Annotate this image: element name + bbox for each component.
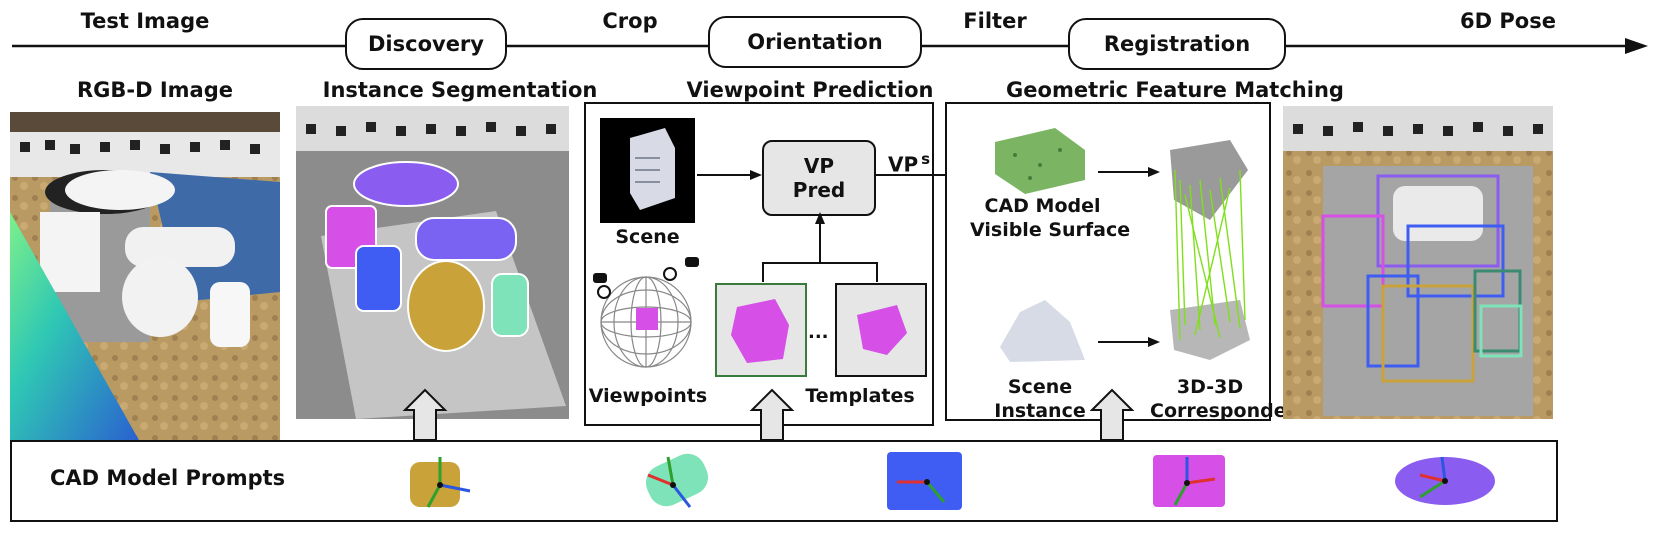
template-other	[835, 283, 927, 377]
scene-line1: Scene	[1007, 376, 1073, 398]
stage-registration: Registration	[1068, 18, 1286, 70]
cad-prompt-blue	[887, 452, 962, 510]
vp-pred-line1: VP	[803, 154, 835, 178]
title-viewpoint-prediction: Viewpoint Prediction	[686, 78, 934, 102]
stage-6d-pose: 6D Pose	[1460, 9, 1556, 33]
cad-visible-surface-cloud	[995, 128, 1085, 194]
cad-prompt-gold	[410, 457, 471, 508]
viewpoint-sphere	[597, 267, 692, 368]
cad-prompt-magenta	[1153, 455, 1225, 507]
cad-prompts-label: CAD Model Prompts	[50, 466, 286, 490]
templates-ellipsis: ...	[808, 322, 829, 343]
vp-output-text: VP	[888, 152, 919, 177]
templates-label: Templates	[805, 385, 915, 407]
title-geometric-feature-matching: Geometric Feature Matching	[1006, 78, 1344, 102]
cad-prompt-purple	[1395, 456, 1495, 505]
vp-output-sup: s	[921, 150, 931, 168]
stage-discovery: Discovery	[345, 18, 507, 70]
stage-crop: Crop	[602, 9, 658, 33]
corr-line1: 3D-3D	[1176, 376, 1244, 398]
instance-segmentation-image	[296, 106, 569, 419]
vp-pred-module: VP Pred	[762, 140, 876, 216]
title-rgbd: RGB-D Image	[76, 78, 233, 102]
cad-prompts-bar	[10, 440, 1558, 522]
scene-instance-label: Scene Instance	[985, 375, 1095, 423]
rgbd-image	[10, 112, 280, 442]
prompt-up-arrows	[402, 388, 1135, 441]
pose-result-image	[1283, 106, 1553, 419]
stage-filter: Filter	[963, 9, 1027, 33]
template-selected	[715, 283, 807, 377]
vp-pred-line2: Pred	[792, 178, 846, 202]
scene-crop-image	[600, 118, 695, 223]
scene-line2: Instance	[994, 400, 1086, 422]
cad-line1: CAD Model	[984, 195, 1101, 217]
cad-visible-surface-label: CAD Model Visible Surface	[970, 194, 1131, 242]
title-instance-segmentation: Instance Segmentation	[322, 78, 598, 102]
camera-icon-2	[685, 257, 699, 267]
stage-test-image: Test Image	[80, 9, 210, 33]
camera-icon	[593, 273, 607, 283]
scene-label: Scene	[615, 226, 680, 248]
viewpoints-label: Viewpoints	[588, 385, 708, 407]
cad-prompt-mint	[645, 453, 709, 508]
correspondence-visual	[1098, 140, 1250, 360]
cad-line2: Visible Surface	[970, 219, 1131, 241]
stage-orientation: Orientation	[708, 16, 922, 68]
scene-instance-cloud	[1000, 300, 1085, 362]
